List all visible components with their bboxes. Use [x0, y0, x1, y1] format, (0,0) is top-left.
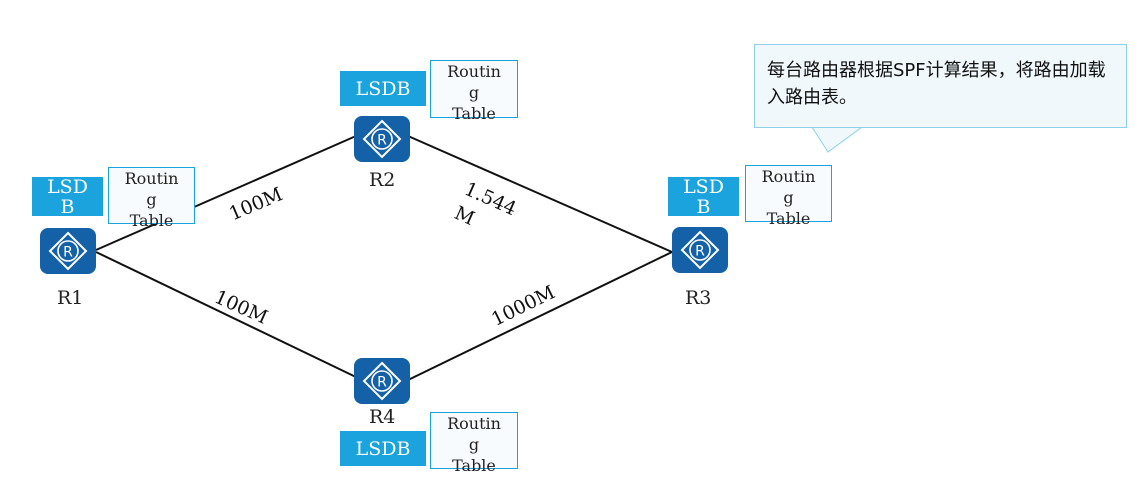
- router-icon: R: [680, 230, 720, 270]
- routing-table-label-line: g: [468, 435, 480, 454]
- routing-table-label-line: Table: [452, 104, 496, 123]
- routing-table-label-line: Routin: [761, 167, 816, 186]
- router-r2[interactable]: R: [354, 116, 410, 162]
- routing-table-label-line: g: [146, 190, 157, 209]
- callout-tail: [811, 126, 864, 153]
- router-r4[interactable]: R: [354, 358, 410, 404]
- router-letter: R: [377, 133, 387, 149]
- router-letter: R: [377, 375, 387, 391]
- router-label-r3: R3: [685, 287, 712, 309]
- router-r3[interactable]: R: [672, 227, 728, 273]
- routing-table-label-line: Table: [129, 211, 174, 230]
- router-r1[interactable]: R: [40, 228, 96, 274]
- callout-box: 每台路由器根据SPF计算结果，将路由加载入路由表。: [754, 44, 1127, 128]
- router-label-r4: R4: [369, 406, 396, 428]
- router-icon: R: [48, 231, 88, 271]
- router-letter: R: [695, 244, 705, 260]
- router-icon: R: [362, 361, 402, 401]
- routing-table-label-line: Routin: [447, 62, 501, 81]
- router-label-r2: R2: [369, 169, 396, 191]
- router-letter: R: [63, 245, 73, 261]
- link-r1-r4: [95, 251, 359, 379]
- lsdb-label-line: B: [60, 195, 75, 218]
- callout-text: 每台路由器根据SPF计算结果，将路由加载入路由表。: [767, 60, 1106, 108]
- routing-table-label-line: Routin: [124, 169, 179, 188]
- routing-table-label-line: Table: [452, 456, 496, 475]
- routing-table-label-line: g: [783, 188, 794, 207]
- link-r4-r3: [407, 251, 673, 381]
- link-r2-r3: [407, 135, 673, 253]
- router-label-r1: R1: [57, 287, 84, 309]
- routing-table-label-line: Routin: [447, 414, 501, 433]
- routing-table-label-line: Table: [766, 209, 811, 228]
- link-r1-r2: [95, 135, 357, 251]
- lsdb-label-line: LSD: [683, 175, 724, 198]
- routing-table-label-line: g: [468, 83, 480, 102]
- lsdb-r2: LSDB: [340, 71, 426, 106]
- lsdb-label-line: B: [696, 195, 711, 218]
- router-icon: R: [362, 119, 402, 159]
- lsdb-r4: LSDB: [340, 431, 426, 466]
- lsdb-label-line: LSD: [47, 175, 88, 198]
